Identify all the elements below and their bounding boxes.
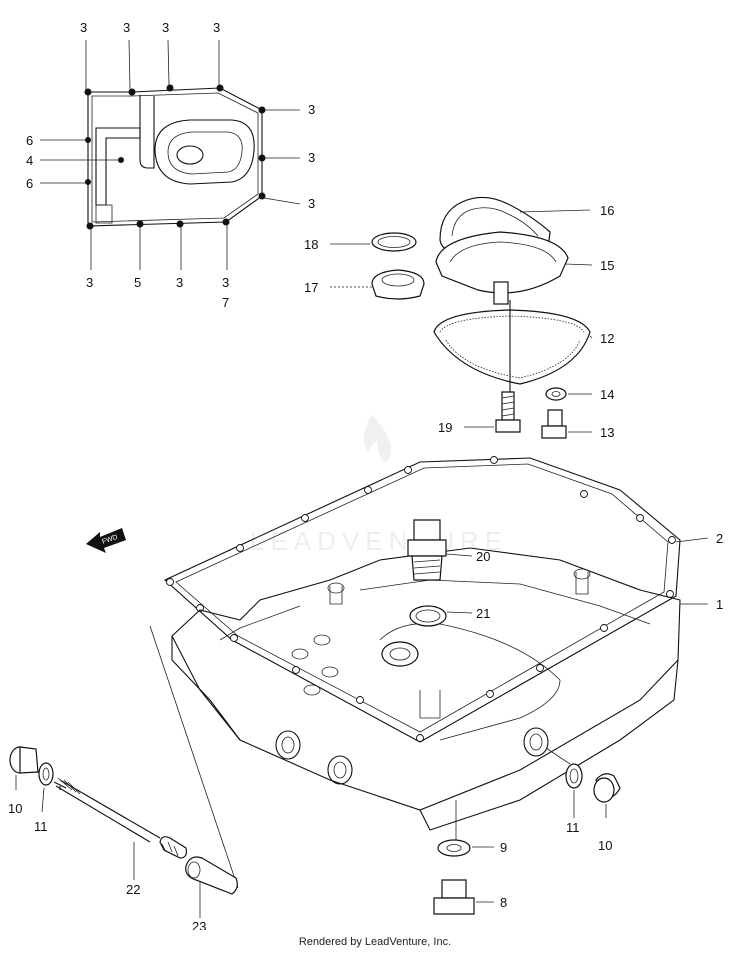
callout-3: 3 xyxy=(86,275,93,290)
callout-2: 2 xyxy=(716,531,723,546)
strainer-assembly xyxy=(330,196,593,439)
callout-9: 9 xyxy=(500,840,507,855)
left-plug-assembly xyxy=(9,625,239,918)
oil-pan-gasket xyxy=(164,456,681,743)
callout-labels: 3 3 3 3 3 3 3 3 5 3 3 7 6 4 6 16 15 12 1… xyxy=(8,20,723,930)
callout-23: 23 xyxy=(192,919,206,930)
callout-3: 3 xyxy=(213,20,220,35)
oil-pressure-switch xyxy=(407,519,473,581)
callout-3: 3 xyxy=(80,20,87,35)
callout-12: 12 xyxy=(600,331,614,346)
callout-3: 3 xyxy=(308,102,315,117)
watermark-text: LEADVENTURE xyxy=(250,526,508,556)
callout-16: 16 xyxy=(600,203,614,218)
callout-3: 3 xyxy=(176,275,183,290)
callout-20: 20 xyxy=(476,549,490,564)
parts-diagram: LEADVENTURE xyxy=(8,20,723,930)
o-ring-21 xyxy=(409,605,473,627)
callout-14: 14 xyxy=(600,387,614,402)
callout-5: 5 xyxy=(134,275,141,290)
right-plug-assembly xyxy=(545,747,621,818)
callout-3: 3 xyxy=(123,20,130,35)
callout-3: 3 xyxy=(308,150,315,165)
callout-11: 11 xyxy=(566,820,580,835)
callout-6: 6 xyxy=(26,176,33,191)
callout-4: 4 xyxy=(26,153,33,168)
oil-pan xyxy=(171,537,709,831)
callout-7: 7 xyxy=(222,295,229,310)
callout-3: 3 xyxy=(308,196,315,211)
forward-direction-arrow: FWD xyxy=(86,528,126,553)
callout-15: 15 xyxy=(600,258,614,273)
callout-21: 21 xyxy=(476,606,490,621)
callout-17: 17 xyxy=(304,280,318,295)
callout-13: 13 xyxy=(600,425,614,440)
watermark-logo: LEADVENTURE xyxy=(250,415,508,556)
drain-plug-assembly xyxy=(433,800,494,915)
callout-18: 18 xyxy=(304,237,318,252)
callout-19: 19 xyxy=(438,420,452,435)
callout-10: 10 xyxy=(598,838,612,853)
callout-10: 10 xyxy=(8,801,22,816)
gasket-plate xyxy=(40,39,301,270)
callout-3: 3 xyxy=(222,275,229,290)
callout-6: 6 xyxy=(26,133,33,148)
callout-3: 3 xyxy=(162,20,169,35)
callout-1: 1 xyxy=(716,597,723,612)
callout-22: 22 xyxy=(126,882,140,897)
callout-8: 8 xyxy=(500,895,507,910)
footer-credit: Rendered by LeadVenture, Inc. xyxy=(298,936,452,948)
callout-11: 11 xyxy=(34,819,48,834)
